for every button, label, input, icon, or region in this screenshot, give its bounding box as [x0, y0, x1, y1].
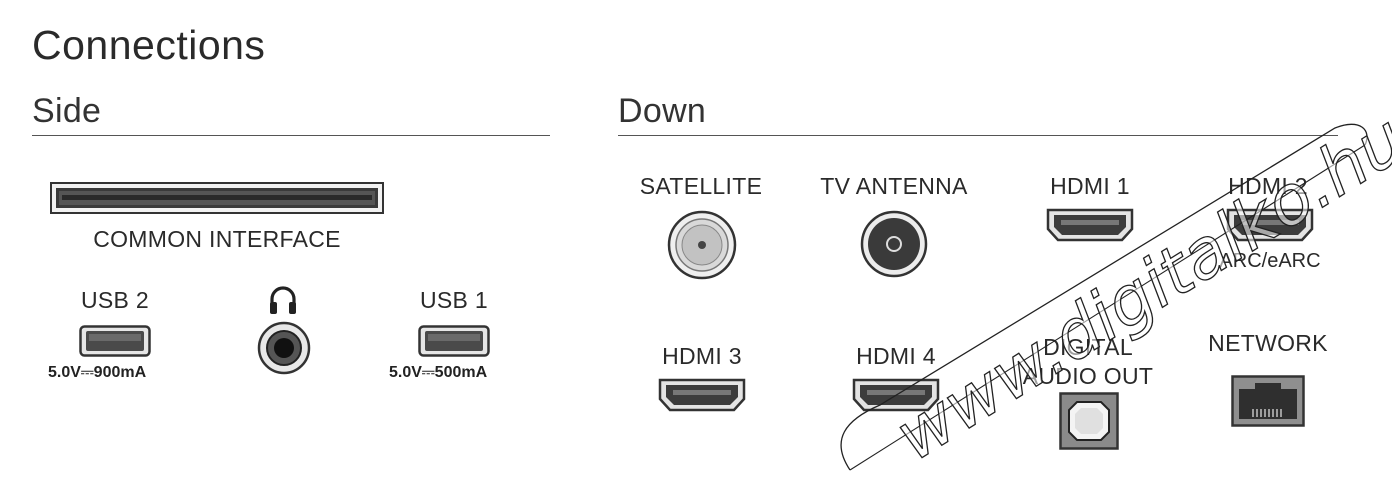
tv-antenna-label: TV ANTENNA	[820, 173, 968, 199]
common-interface-label: COMMON INTERFACE	[93, 226, 341, 252]
optical-port-icon	[1059, 392, 1119, 450]
usb1-port-icon	[418, 325, 490, 357]
satellite-label: SATELLITE	[639, 173, 763, 199]
satellite-connector-icon	[667, 210, 737, 280]
usb2-power-spec: 5.0V⎓900mA	[48, 364, 147, 381]
common-interface-slot-icon	[50, 182, 384, 214]
antenna-connector-icon	[860, 210, 928, 278]
ethernet-port-icon	[1231, 375, 1305, 427]
headphones-icon	[270, 286, 296, 314]
hdmi2-arc-label: ARC/eARC	[1219, 250, 1321, 272]
hdmi3-label: HDMI 3	[662, 343, 742, 369]
usb1-label: USB 1	[420, 287, 488, 313]
page-title: Connections	[32, 22, 266, 68]
network-label: NETWORK	[1208, 330, 1328, 356]
usb2-port-icon	[79, 325, 151, 357]
hdmi4-port-icon	[852, 378, 940, 412]
usb2-label: USB 2	[81, 287, 149, 313]
hdmi1-label: HDMI 1	[1050, 173, 1130, 199]
digital-audio-out-label-line2: AUDIO OUT	[1022, 363, 1154, 389]
down-section-heading: Down	[618, 92, 707, 130]
side-section-heading: Side	[32, 92, 102, 130]
headphone-jack-icon	[257, 321, 311, 375]
hdmi4-label: HDMI 4	[856, 343, 936, 369]
watermark-text: www.digitalko.hu	[882, 100, 1392, 477]
hdmi2-label: HDMI 2	[1228, 173, 1308, 199]
digital-audio-out-label-line1: DIGITAL	[1043, 334, 1133, 360]
hdmi1-port-icon	[1046, 208, 1134, 242]
hdmi3-port-icon	[658, 378, 746, 412]
side-section-divider	[32, 135, 550, 136]
digital-audio-out-label: DIGITAL AUDIO OUT	[1003, 333, 1173, 391]
usb1-power-spec: 5.0V⎓500mA	[389, 364, 488, 381]
hdmi2-port-icon	[1226, 208, 1314, 242]
down-section-divider	[618, 135, 1338, 136]
